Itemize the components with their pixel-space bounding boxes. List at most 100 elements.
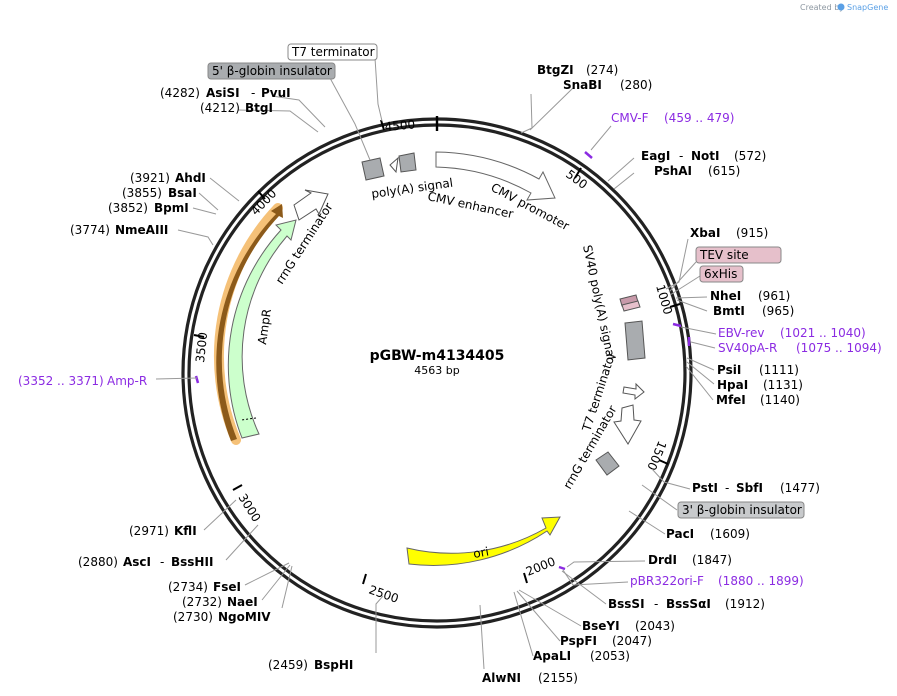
site-bsshii[interactable]: BssHII [171,555,213,569]
site-btgi[interactable]: BtgI [245,101,273,115]
site-nhei[interactable]: NheI [710,289,741,303]
site-psti-dash: - [725,481,729,495]
tick-label-3000: 3000 [235,491,263,524]
site-psti-pos: (1477) [780,481,820,495]
leader-ebv [680,326,717,335]
cmv-f-primer-mark [584,151,593,159]
site-asci[interactable]: AscI [123,555,151,569]
site-pvui[interactable]: PvuI [261,86,291,100]
site-btgzi[interactable]: BtgZI [537,63,574,77]
site-bseyi-pos: (2043) [635,619,675,633]
credit-brand: SnapGene [847,3,888,12]
site-btgi-pos: (4212) [200,101,240,115]
pbr322ori-f-primer-mark [558,565,566,571]
primer-sv40pa-r[interactable]: SV40pA-R [718,341,777,355]
site-noti[interactable]: NotI [691,149,720,163]
leader-snabi [529,87,574,131]
site-paci[interactable]: PacI [666,527,694,541]
polya-block[interactable] [361,157,385,181]
site-hpai[interactable]: HpaI [717,378,748,392]
site-asci-pos: (2880) [78,555,118,569]
leader-drdi [566,560,646,568]
insulator-block-left[interactable] [398,152,417,173]
site-naei[interactable]: NaeI [227,595,258,609]
leader-bmti [676,299,708,312]
6xhis-box[interactable] [699,265,744,283]
leader-eagi [607,157,635,182]
site-kfli[interactable]: KflI [174,524,197,538]
site-pspfi-pos: (2047) [612,634,652,648]
site-ngomiv-pos: (2730) [173,610,213,624]
leader-pbr322 [562,569,629,586]
site-pshai[interactable]: PshAI [654,164,692,178]
site-psti[interactable]: PstI [692,481,718,495]
site-bmti[interactable]: BmtI [713,304,745,318]
site-bsphi[interactable]: BspHI [314,658,353,672]
site-bsssi[interactable]: BssSI [608,597,645,611]
rrng-terminator-arrow-right[interactable] [613,404,642,445]
site-fsei[interactable]: FseI [213,580,241,594]
rrng-terminator-arrow-left[interactable] [293,189,329,221]
site-paci-pos: (1609) [710,527,750,541]
ori-arrow[interactable] [406,516,561,566]
cmv-promoter-arrow[interactable] [435,151,556,201]
site-bsai[interactable]: BsaI [168,186,197,200]
leader-xbai [665,238,689,290]
site-bsssai[interactable]: BssSαI [666,597,711,611]
primer-pbr322ori-f[interactable]: pBR322ori-F [630,574,704,588]
primer-amp-r[interactable]: Amp-R [107,374,147,388]
leader-mfei [685,365,714,401]
site-bseyi[interactable]: BseYI [582,619,620,633]
site-bpmi[interactable]: BpmI [154,201,189,215]
ebv-rev-primer-mark [672,322,682,328]
leader-bsssi [561,570,607,605]
site-apali[interactable]: ApaLI [533,649,571,663]
leader-sv40pa [690,341,716,349]
t7-terminator-box[interactable] [287,43,378,61]
site-mfei[interactable]: MfeI [716,393,746,407]
site-ahdi[interactable]: AhdI [175,171,206,185]
site-bsssi-pos: (1912) [725,597,765,611]
t7-terminator-mini-arrow[interactable] [389,156,399,174]
primer-ebv-rev[interactable]: EBV-rev [718,326,764,340]
site-nmeaiii[interactable]: NmeAIII [115,223,168,237]
site-asisi-pos: (4282) [160,86,200,100]
leader-naei [261,564,291,601]
site-pspfi[interactable]: PspFI [560,634,597,648]
leader-ngomiv [281,565,293,609]
tick-mark-4000 [257,190,266,200]
5-globin-insulator-box[interactable] [207,62,336,80]
site-snabi-pos: (280) [620,78,652,92]
site-naei-pos: (2732) [182,595,222,609]
tick-mark-1500 [658,459,669,465]
ori-label: ori [472,544,490,560]
site-ngomiv[interactable]: NgoMIV [218,610,271,624]
site-asisi[interactable]: AsiSI [206,86,240,100]
t7-terminator-arrow[interactable] [622,382,645,401]
site-xbai[interactable]: XbaI [690,226,720,240]
site-psii[interactable]: PsiI [717,363,741,377]
primer-cmv-f[interactable]: CMV-F [611,111,649,125]
site-xbai-pos: (915) [736,226,768,240]
sv40-polya-block[interactable] [624,320,646,361]
primer-sv40pa-r-range: (1075 .. 1094) [796,341,882,355]
leader-his [669,275,701,296]
leader-lines [155,57,717,670]
tick-mark-1000 [669,303,681,308]
his-tag-block[interactable] [621,300,641,312]
site-alwni[interactable]: AlwNI [482,671,521,685]
primer-labels: CMV-F (459 .. 479) EBV-rev (1021 .. 1040… [18,111,882,588]
3-globin-insulator-box[interactable] [677,501,805,519]
tev-site-label: TEV site [699,248,749,262]
ampr-arrow[interactable] [227,219,297,439]
site-bpmi-pos: (3852) [108,201,148,215]
site-sbfi[interactable]: SbfI [736,481,763,495]
site-eagi[interactable]: EagI [641,149,670,163]
site-drdi[interactable]: DrdI [648,553,677,567]
insulator-block-right[interactable] [595,451,620,476]
leader-bsphi [375,595,384,653]
site-snabi[interactable]: SnaBI [563,78,602,92]
tev-site-box[interactable] [695,246,782,264]
leader-nhei [675,296,708,299]
